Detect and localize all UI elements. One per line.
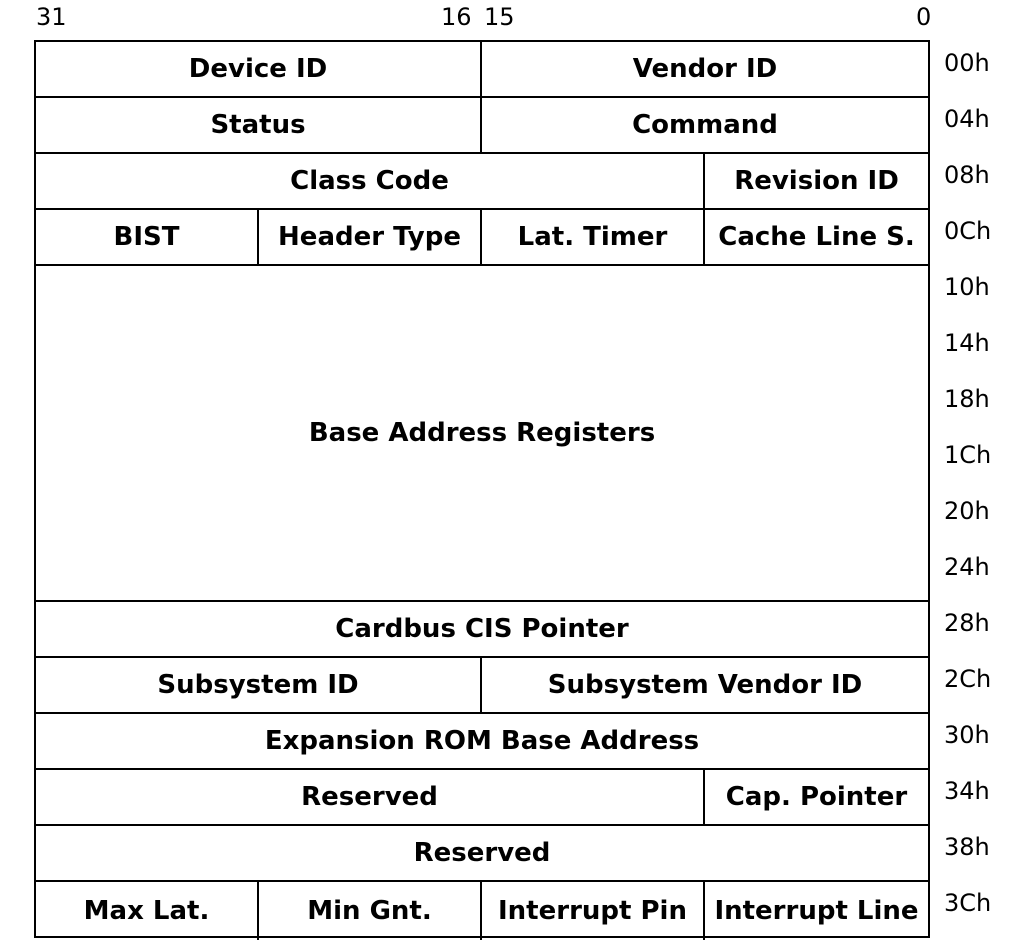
offset-label: 18h	[944, 385, 990, 413]
offset-label: 08h	[944, 161, 990, 189]
register-field: Reserved	[36, 770, 705, 826]
offset-label: 38h	[944, 833, 990, 861]
register-field: Interrupt Line	[714, 896, 919, 926]
register-field: Lat. Timer	[482, 210, 705, 266]
register-field: Expansion ROM Base Address	[36, 714, 928, 770]
register-field: Cache Line S.	[705, 210, 928, 266]
register-field: Class Code	[36, 154, 705, 210]
register-field: Command	[482, 98, 928, 154]
register-field: Vendor ID	[482, 42, 928, 98]
offset-label: 10h	[944, 273, 990, 301]
bit-label-15: 15	[484, 3, 515, 31]
register-field: Interrupt Pin	[482, 882, 705, 940]
offset-label: 24h	[944, 553, 990, 581]
bit-label-16: 16	[441, 3, 472, 31]
offset-label: 30h	[944, 721, 990, 749]
register-field: Subsystem Vendor ID	[482, 658, 928, 714]
offset-label: 3Ch	[944, 889, 992, 917]
offset-label: 0Ch	[944, 217, 992, 245]
register-field: Device ID	[36, 42, 482, 98]
offset-label: 14h	[944, 329, 990, 357]
register-field: Cap. Pointer	[705, 770, 928, 826]
offset-label: 28h	[944, 609, 990, 637]
bit-label-31: 31	[36, 3, 67, 31]
register-field: Max Lat.	[36, 882, 259, 940]
register-field: Reserved	[36, 826, 928, 882]
offset-label: 1Ch	[944, 441, 992, 469]
offset-label: 34h	[944, 777, 990, 805]
register-field: Min Gnt.	[259, 882, 482, 940]
register-field: Cardbus CIS Pointer	[36, 602, 928, 658]
offset-label: 04h	[944, 105, 990, 133]
register-field: Subsystem ID	[36, 658, 482, 714]
register-field: Header Type	[259, 210, 482, 266]
bit-label-0: 0	[916, 3, 932, 31]
register-field: Base Address Registers	[36, 266, 928, 602]
offset-label: 2Ch	[944, 665, 992, 693]
register-field: BIST	[36, 210, 259, 266]
offset-label: 20h	[944, 497, 990, 525]
register-field: Status	[36, 98, 482, 154]
offset-label: 00h	[944, 49, 990, 77]
register-field: Revision ID	[705, 154, 928, 210]
